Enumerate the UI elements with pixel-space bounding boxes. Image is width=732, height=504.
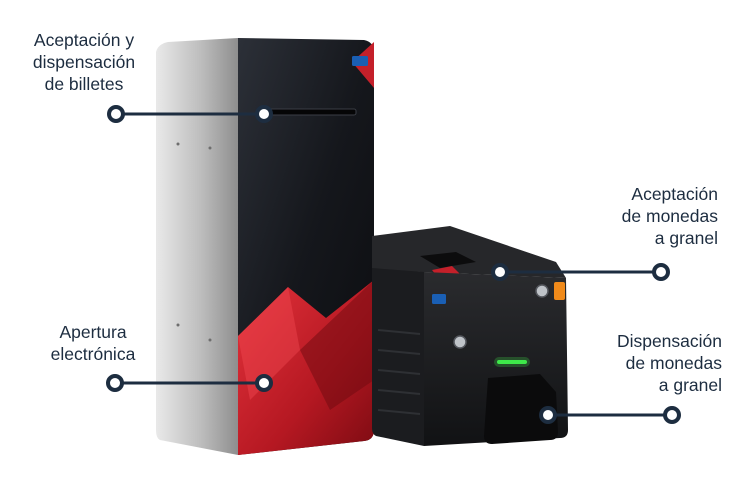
- label-line: Apertura: [59, 322, 127, 342]
- callout-marker-dispensacion-start: [539, 406, 557, 424]
- keylock: [535, 284, 549, 298]
- callout-marker-aceptacion-end: [652, 263, 670, 281]
- keylock: [453, 335, 467, 349]
- label-banknote-acceptance: Aceptación y dispensación de billetes: [20, 29, 148, 95]
- label-line: de monedas: [625, 353, 722, 373]
- brand-logo: [352, 56, 368, 66]
- callout-marker-billetes-start: [107, 105, 125, 123]
- side-screw: [176, 323, 180, 327]
- green-led-indicator: [497, 360, 527, 364]
- banknote-unit-side-panel: [156, 38, 238, 455]
- side-screw: [176, 142, 180, 146]
- orange-indicator: [554, 282, 565, 300]
- callout-marker-apertura-start: [106, 374, 124, 392]
- side-screw: [208, 338, 212, 342]
- label-line: Dispensación: [616, 331, 722, 351]
- green-led-glow: [494, 357, 530, 367]
- callout-marker-apertura-end: [255, 374, 273, 392]
- callout-marker-aceptacion-start: [491, 263, 509, 281]
- callout-markers: [106, 105, 681, 424]
- label-line: a granel: [654, 228, 718, 248]
- label-line: de billetes: [44, 74, 124, 94]
- banknote-unit: [156, 38, 374, 455]
- label-coin-acceptance: Aceptación de monedas a granel: [590, 183, 718, 249]
- label-electronic-opening: Apertura electrónica: [38, 321, 148, 365]
- label-line: Aceptación: [631, 184, 718, 204]
- callouts: [118, 112, 672, 417]
- callout-marker-billetes-end: [255, 105, 273, 123]
- callout-marker-dispensacion-end: [663, 406, 681, 424]
- banknote-slot: [261, 108, 357, 116]
- label-coin-dispensing: Dispensación de monedas a granel: [576, 330, 722, 396]
- label-line: Aceptación y: [33, 30, 135, 50]
- label-line: electrónica: [50, 344, 136, 364]
- coin-unit-top: [372, 226, 566, 278]
- side-screw: [208, 146, 212, 150]
- brand-logo-coin: [432, 294, 446, 304]
- vent-ridges: [377, 329, 421, 415]
- coin-dispense-tray: [484, 374, 558, 444]
- red-mountain-highlight: [238, 287, 300, 400]
- coin-hopper-opening: [420, 252, 476, 268]
- red-mountain-shade: [300, 280, 374, 410]
- coin-unit-left-panel: [372, 268, 424, 446]
- label-line: a granel: [658, 375, 722, 395]
- label-line: de monedas: [621, 206, 718, 226]
- label-line: dispensación: [32, 52, 136, 72]
- coin-unit: [372, 226, 568, 446]
